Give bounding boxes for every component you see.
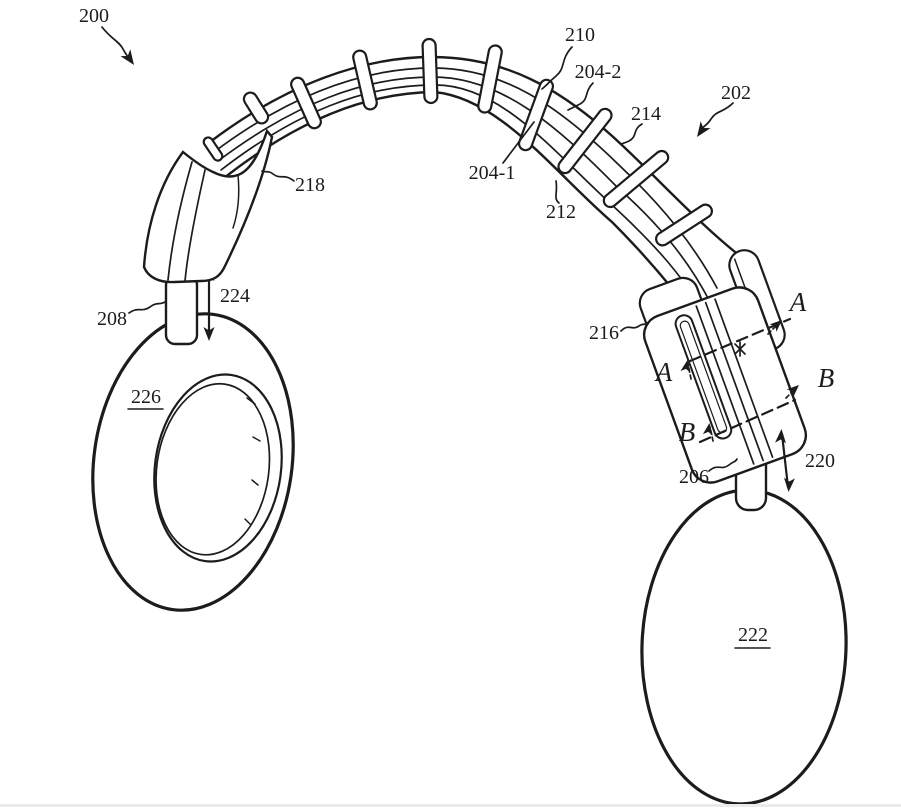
leader-204-1 [502, 121, 535, 164]
leader-206 [708, 458, 738, 472]
ref-label-216: 216 [589, 322, 619, 344]
band-rung [655, 203, 713, 247]
ref-label-208: 208 [97, 308, 127, 330]
leader-212 [555, 180, 560, 204]
leader-208 [128, 301, 166, 314]
ref-label-210: 210 [565, 24, 595, 46]
section-letter-A-right: A [788, 287, 807, 317]
housing-crease [184, 169, 206, 282]
reference-labels: 200 210 204-2 214 202 204-1 212 218 208 … [79, 5, 835, 646]
ref-label-204-2: 204-2 [575, 61, 622, 83]
ref-label-214: 214 [631, 103, 661, 125]
section-letter-B-left: B [679, 417, 696, 447]
ref-label-206: 206 [679, 466, 709, 488]
ref-label-212: 212 [546, 201, 576, 223]
band-rung [602, 149, 670, 209]
housing-crease [232, 174, 240, 229]
right-earcup-outline [640, 488, 848, 806]
earpad-seam-ticks [244, 397, 261, 526]
slider-strip [714, 298, 774, 458]
leader-204-2 [567, 82, 594, 111]
slider-slot [674, 314, 733, 440]
left-housing [142, 128, 274, 284]
band-rung [242, 91, 270, 125]
band-rung [202, 136, 224, 162]
arrow-220 [775, 429, 795, 492]
ref-label-200: 200 [79, 5, 109, 27]
headband-band [208, 55, 742, 324]
arrow-202 [697, 102, 734, 137]
ref-label-204-1: 204-1 [469, 162, 516, 184]
scan-artifact-strip [0, 804, 901, 807]
left-stem [164, 274, 199, 346]
leader-210 [541, 46, 573, 90]
band-rung [421, 37, 439, 105]
slider-housing [642, 286, 808, 484]
leader-218 [261, 170, 295, 182]
slider-strip [695, 305, 755, 465]
section-line-A-A [680, 317, 792, 380]
section-letter-B-right: B [818, 363, 835, 393]
ref-label-218: 218 [295, 174, 325, 196]
ref-label-222: 222 [738, 624, 768, 646]
band-rung [352, 49, 378, 111]
slider-strip [704, 301, 764, 462]
arrow-200 [101, 26, 134, 65]
leader-214 [620, 123, 643, 145]
section-letter-A-left: A [654, 357, 673, 387]
leader-lines [128, 46, 738, 472]
section-cross-mark [734, 341, 746, 357]
band-rung [290, 76, 322, 130]
section-line-B-B [698, 385, 799, 444]
label-underlines [127, 408, 771, 649]
band-rungs [202, 37, 713, 247]
band-rung [517, 78, 555, 152]
band-rung [557, 107, 613, 175]
housing-crease [167, 161, 193, 281]
ref-label-226: 226 [131, 386, 161, 408]
ref-label-202: 202 [721, 82, 751, 104]
band-rung [477, 44, 503, 114]
ref-label-224: 224 [220, 285, 250, 307]
left-earcup [91, 312, 295, 612]
ref-label-220: 220 [805, 450, 835, 472]
leader-216 [620, 323, 649, 332]
left-earpad-ring [153, 373, 283, 563]
